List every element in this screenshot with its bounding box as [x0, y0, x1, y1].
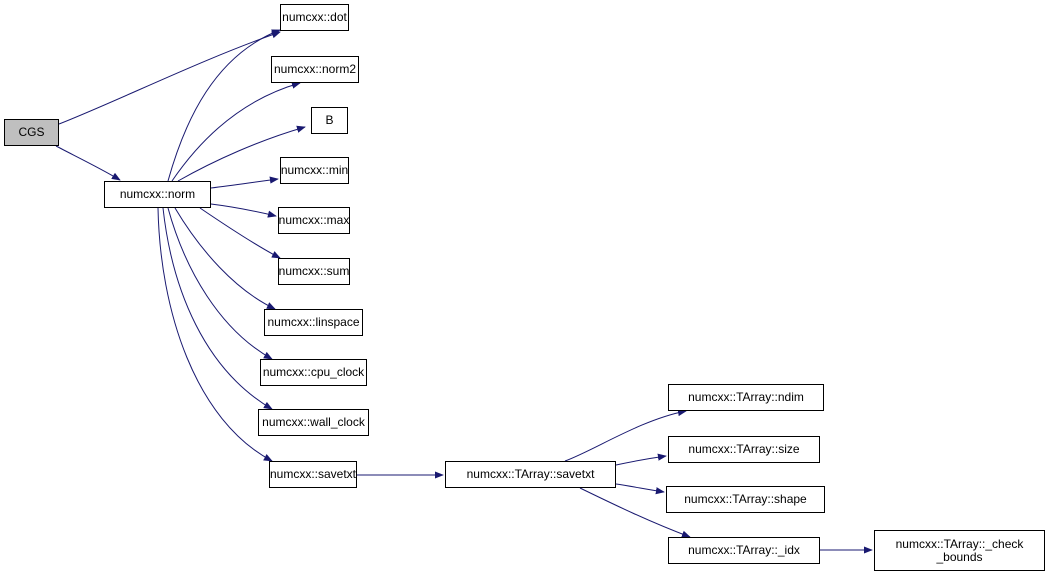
edge-norm-to-cpu_clock — [167, 207, 273, 360]
node-tarray-ndim[interactable]: numcxx::TArray::ndim — [668, 384, 824, 411]
node-numcxx-savetxt[interactable]: numcxx::savetxt — [269, 461, 357, 488]
node-numcxx-linspace[interactable]: numcxx::linspace — [264, 309, 363, 336]
node-numcxx-sum[interactable]: numcxx::sum — [278, 258, 350, 285]
node-b[interactable]: B — [311, 107, 348, 134]
edge-tarray_savetxt-to-tarray_ndim — [564, 409, 687, 462]
edge-norm-to-max — [210, 203, 277, 218]
node-numcxx-max[interactable]: numcxx::max — [278, 207, 350, 234]
edge-cgs-to-norm — [55, 145, 121, 181]
edge-norm-to-wall_clock — [162, 207, 273, 410]
node-tarray-savetxt[interactable]: numcxx::TArray::savetxt — [445, 461, 616, 488]
edge-tarray_savetxt-to-tarray_idx — [579, 487, 691, 538]
node-numcxx-dot[interactable]: numcxx::dot — [280, 4, 349, 31]
edge-tarray_savetxt-to-tarray_shape — [615, 483, 665, 495]
node-tarray-shape[interactable]: numcxx::TArray::shape — [666, 486, 825, 513]
edge-norm-to-sum — [199, 207, 281, 259]
edge-norm-to-dot — [167, 29, 281, 182]
edge-norm-to-linspace — [174, 207, 276, 310]
node-numcxx-wall-clock[interactable]: numcxx::wall_clock — [258, 409, 369, 436]
node-cgs[interactable]: CGS — [4, 119, 59, 146]
node-numcxx-norm[interactable]: numcxx::norm — [104, 181, 211, 208]
edge-norm-to-savetxt — [157, 207, 273, 462]
node-tarray-size[interactable]: numcxx::TArray::size — [668, 436, 820, 463]
node-numcxx-norm2[interactable]: numcxx::norm2 — [271, 56, 359, 83]
edge-norm-to-norm2 — [171, 81, 301, 182]
node-tarray-idx[interactable]: numcxx::TArray::_idx — [668, 537, 820, 564]
node-numcxx-min[interactable]: numcxx::min — [280, 157, 349, 184]
edge-tarray_savetxt-to-tarray_size — [615, 453, 667, 466]
edge-norm-to-min — [210, 176, 279, 189]
node-numcxx-cpu-clock[interactable]: numcxx::cpu_clock — [260, 359, 367, 386]
node-tarray-check-bounds[interactable]: numcxx::TArray::_check _bounds — [874, 530, 1045, 571]
edge-cgs-to-dot — [58, 31, 281, 125]
edge-norm-to-b — [177, 125, 306, 182]
